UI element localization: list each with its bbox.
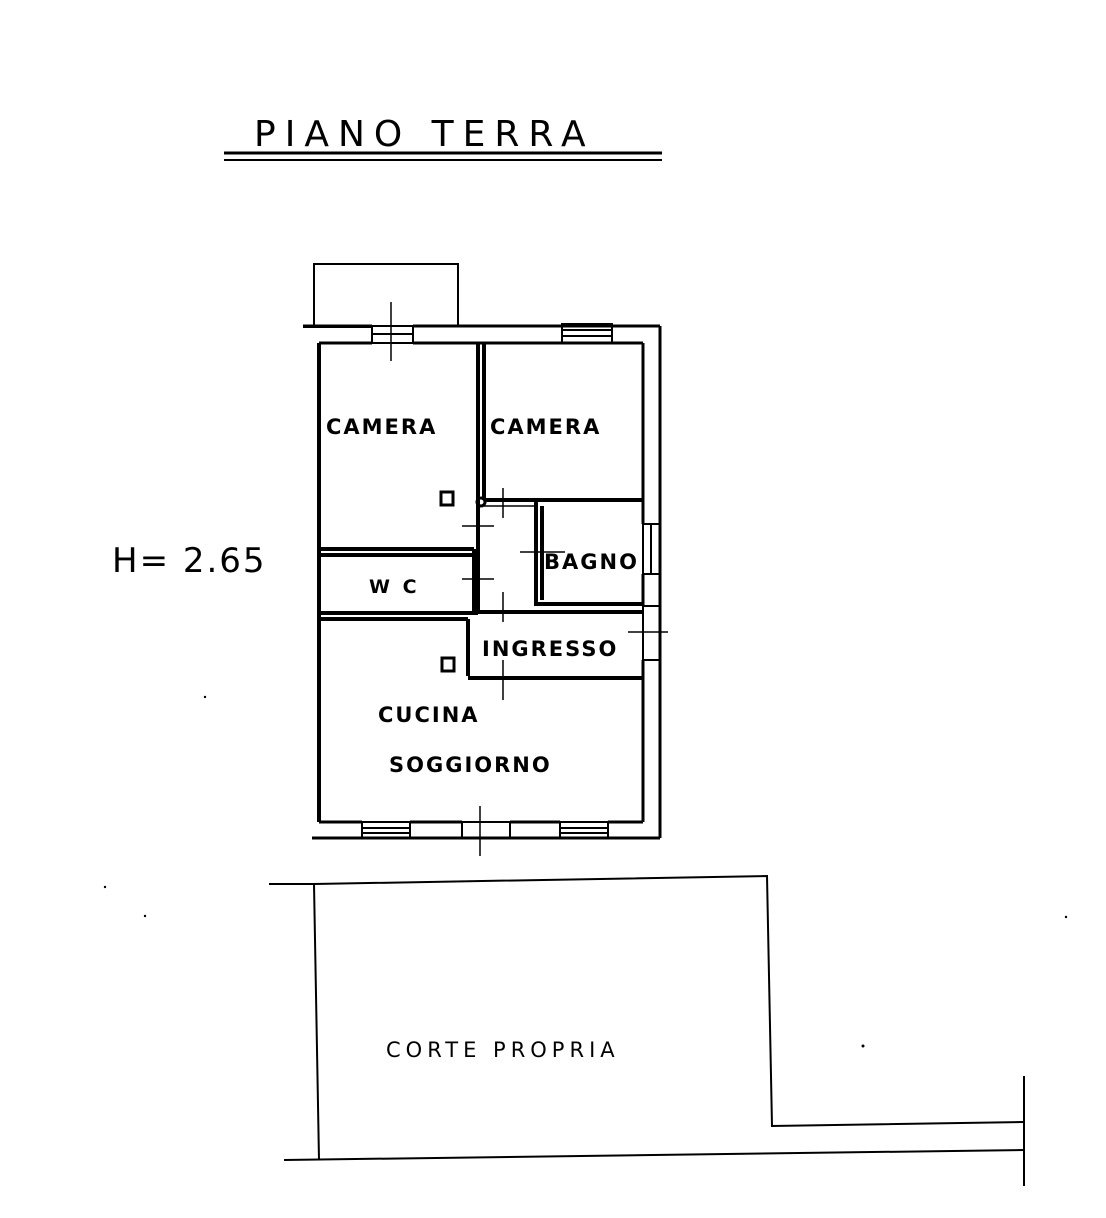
- title-underline: [224, 151, 662, 161]
- interior-walls: [319, 343, 643, 680]
- room-label-ingresso: INGRESSO: [482, 637, 618, 661]
- windows: [361, 323, 661, 839]
- room-label-soggiorno: SOGGIORNO: [389, 753, 552, 777]
- room-label-camera-right: CAMERA: [490, 415, 601, 439]
- room-label-bagno: BAGNO: [544, 550, 639, 574]
- ceiling-height-label: H= 2.65: [112, 541, 267, 581]
- courtyard-label: CORTE PROPRIA: [386, 1038, 620, 1062]
- scan-specks: [103, 695, 1068, 1048]
- wall-details: [439, 490, 487, 673]
- room-label-camera-left: CAMERA: [326, 415, 437, 439]
- room-label-cucina: CUCINA: [378, 703, 480, 727]
- top-balcony: [303, 263, 459, 328]
- door-markers: [390, 302, 668, 856]
- room-label-wc: W C: [369, 576, 420, 598]
- courtyard-outline: [269, 874, 1025, 1186]
- plan-title: PIANO TERRA: [254, 114, 595, 155]
